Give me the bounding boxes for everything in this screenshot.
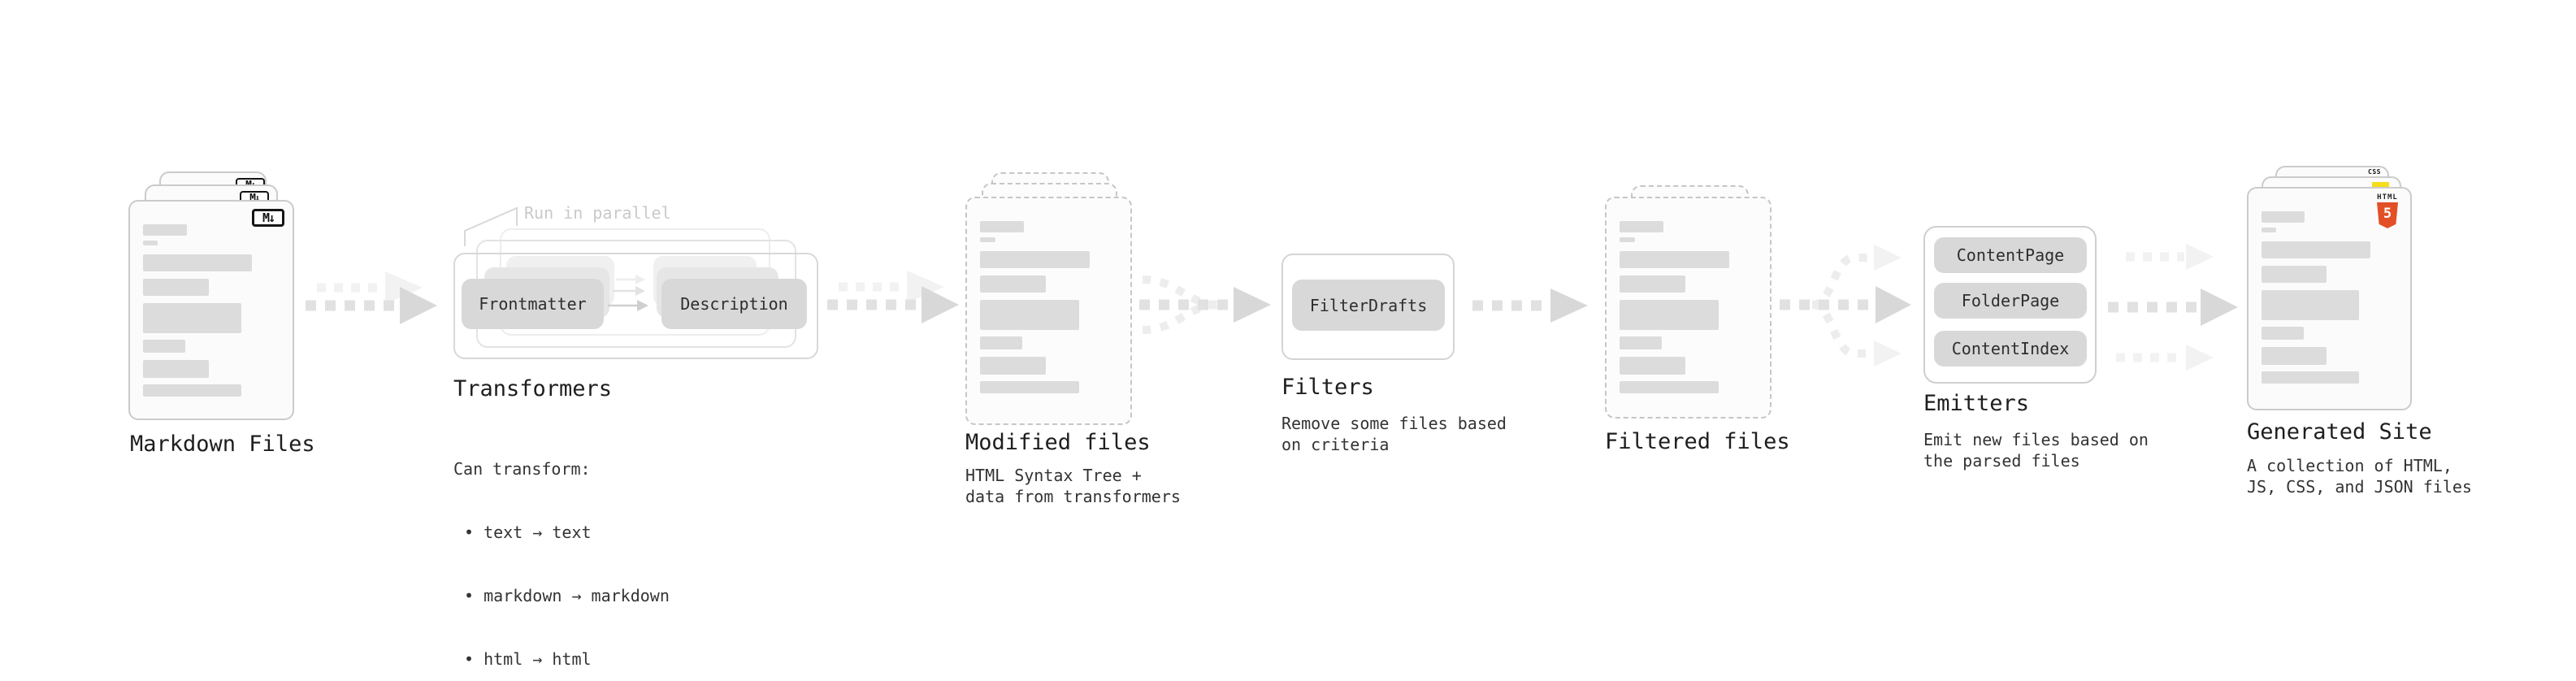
doc-content-bar: [143, 303, 241, 333]
stage-title-markdown: Markdown Files: [130, 432, 315, 457]
doc-content-bar: [143, 279, 209, 296]
css-badge-label: CSS: [2368, 168, 2381, 176]
doc-content-bar: [143, 384, 241, 397]
markdown-file-card: M↓: [128, 200, 294, 420]
filters-description: Remove some files based on criteria: [1281, 414, 1507, 454]
arrow-emitters-to-generated-icon: [2108, 244, 2238, 371]
stage-title-generated: Generated Site: [2247, 419, 2432, 445]
doc-content-bar: [2262, 211, 2305, 223]
doc-content-bar: [143, 254, 253, 271]
arrow-filters-to-filtered-icon: [1472, 288, 1588, 323]
modified-description: HTML Syntax Tree + data from transformer…: [965, 466, 1181, 506]
note-bracket-icon: [464, 206, 518, 246]
stage-title-modified: Modified files: [965, 430, 1151, 455]
contentpage-pill: ContentPage: [1934, 237, 2087, 273]
doc-content: [980, 221, 1117, 393]
doc-content-bar: [1620, 357, 1686, 375]
arrow-transformers-to-modified-icon: [827, 271, 959, 323]
doc-content-bar: [980, 381, 1079, 393]
doc-content-bar: [1620, 237, 1635, 242]
markdown-icon: M↓: [252, 209, 284, 227]
frontmatter-pill: Frontmatter: [462, 279, 604, 329]
doc-content-bar: [1620, 251, 1730, 268]
doc-content-bar: [1620, 221, 1664, 232]
doc-content: [2262, 211, 2397, 384]
doc-content-bar: [1620, 275, 1686, 293]
can-transform-heading: Can transform:: [453, 459, 591, 479]
doc-content-bar: [2262, 327, 2304, 340]
html5-shield: 5: [2377, 202, 2398, 228]
transform-bullet: • html → html: [464, 649, 592, 669]
arrow-markdown-to-transformers-icon: [306, 271, 437, 324]
transformers-description: Can transform: • text → text • markdown …: [453, 416, 670, 681]
doc-content-bar: [2262, 371, 2360, 384]
doc-content-bar: [980, 300, 1079, 330]
doc-content-bar: [143, 241, 158, 245]
doc-content: [143, 224, 280, 397]
javascript-icon: [2372, 182, 2389, 190]
stage-title-transformers: Transformers: [453, 376, 613, 401]
doc-content-bar: [2262, 347, 2327, 365]
doc-content-bar: [2262, 241, 2370, 258]
doc-content-bar: [1620, 300, 1719, 330]
modified-file-card: [965, 197, 1132, 425]
doc-content-bar: [143, 224, 187, 236]
arrow-filtered-to-emitters-icon: [1780, 245, 1911, 367]
transform-bullet: • markdown → markdown: [464, 586, 670, 605]
doc-content-bar: [980, 275, 1047, 293]
arrow-modified-to-filters-icon: [1139, 275, 1271, 334]
emitters-description: Emit new files based on the parsed files: [1923, 430, 2149, 471]
generated-description: A collection of HTML, JS, CSS, and JSON …: [2247, 456, 2472, 497]
filtered-file-card: [1605, 197, 1772, 419]
contentindex-pill: ContentIndex: [1934, 331, 2087, 367]
doc-content-bar: [1620, 336, 1663, 349]
stage-title-filtered: Filtered files: [1605, 429, 1790, 454]
run-in-parallel-note: Run in parallel: [524, 203, 671, 223]
stage-title-filters: Filters: [1281, 375, 1374, 400]
doc-content-bar: [980, 336, 1023, 349]
parallel-arrows-icon: [608, 275, 648, 311]
doc-content-bar: [2262, 228, 2277, 232]
doc-content-bar: [980, 251, 1091, 268]
html5-number: 5: [2383, 205, 2392, 222]
doc-content-bar: [1620, 381, 1719, 393]
doc-content-bar: [143, 340, 186, 353]
filterdrafts-pill: FilterDrafts: [1292, 280, 1445, 331]
doc-content-bar: [2262, 290, 2360, 320]
doc-content: [1620, 221, 1757, 393]
description-pill: Description: [661, 279, 807, 329]
doc-content-bar: [2262, 266, 2327, 283]
stage-title-emitters: Emitters: [1923, 391, 2030, 416]
doc-content-bar: [143, 360, 209, 378]
folderpage-pill: FolderPage: [1934, 283, 2087, 319]
doc-content-bar: [980, 221, 1025, 232]
html5-icon: HTML 5: [2374, 193, 2400, 228]
html5-word: HTML: [2377, 193, 2398, 202]
doc-content-bar: [980, 237, 995, 242]
generated-html-card: HTML 5: [2247, 187, 2412, 410]
doc-content-bar: [980, 357, 1047, 375]
transform-bullet: • text → text: [464, 523, 592, 542]
transformers-box: [453, 253, 818, 359]
